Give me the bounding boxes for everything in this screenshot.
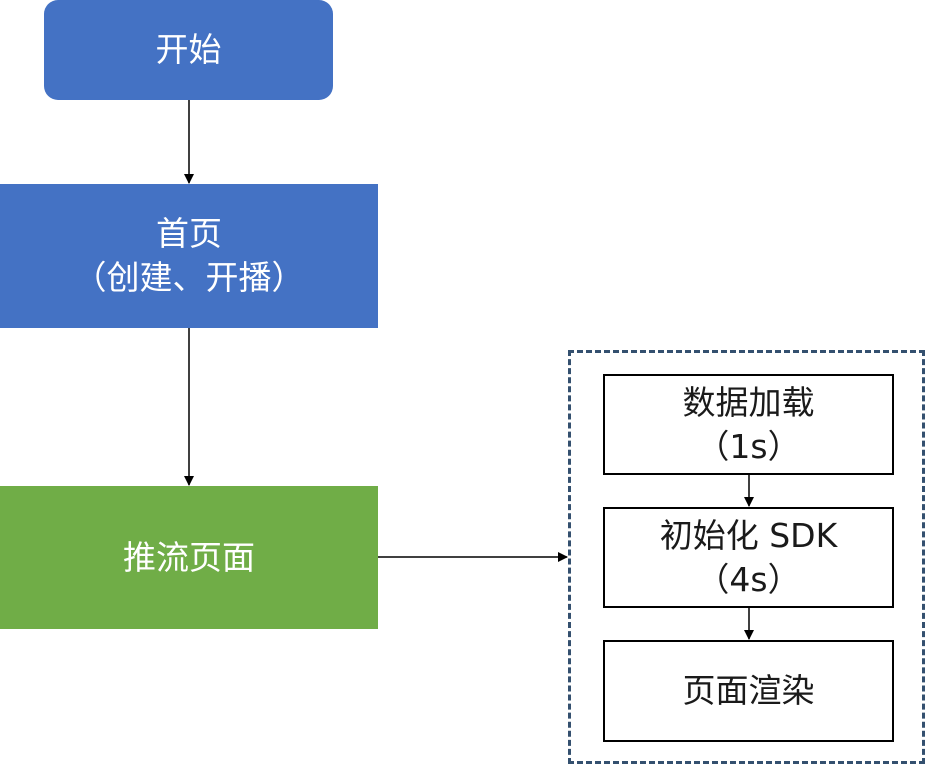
node-home: 首页 （创建、开播） bbox=[0, 184, 378, 328]
node-init-sdk: 初始化 SDK （4s） bbox=[603, 507, 894, 608]
node-load-duration: （1s） bbox=[696, 426, 801, 466]
node-home-subtitle: （创建、开播） bbox=[73, 258, 305, 297]
node-data-loading: 数据加载 （1s） bbox=[603, 374, 894, 475]
node-start-label: 开始 bbox=[155, 30, 222, 69]
node-sdk-title: 初始化 SDK bbox=[659, 515, 838, 555]
node-push-stream-page: 推流页面 bbox=[0, 486, 378, 629]
node-load-title: 数据加载 bbox=[682, 382, 815, 422]
node-page-render: 页面渲染 bbox=[603, 640, 894, 742]
node-start: 开始 bbox=[44, 0, 333, 100]
sdk-steps-group bbox=[568, 350, 925, 764]
node-home-title: 首页 bbox=[156, 214, 222, 253]
node-push-label: 推流页面 bbox=[123, 537, 255, 577]
node-sdk-duration: （4s） bbox=[696, 559, 801, 599]
node-render-label: 页面渲染 bbox=[682, 671, 815, 710]
